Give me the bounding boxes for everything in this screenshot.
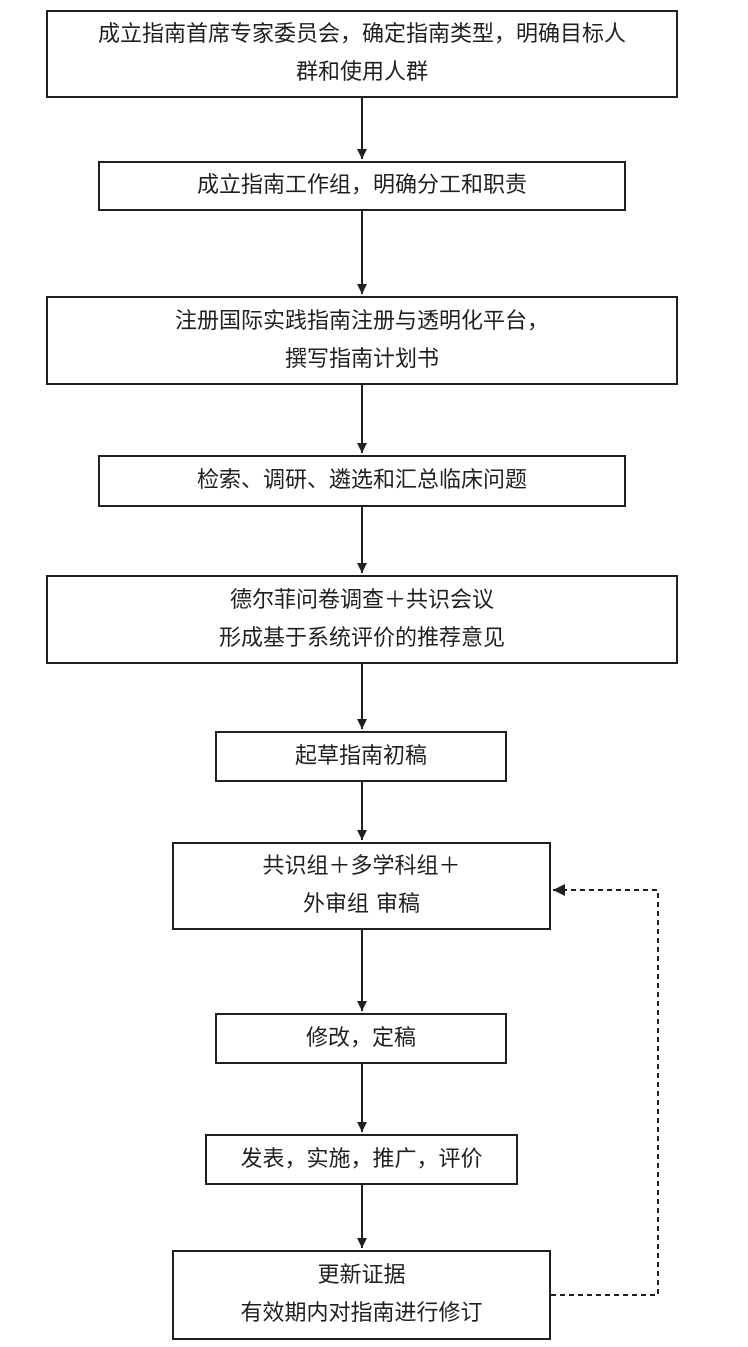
step-8-box: 修改，定稿	[215, 1013, 507, 1064]
step-2-box: 成立指南工作组，明确分工和职责	[98, 161, 626, 211]
step-4-line-1: 检索、调研、遴选和汇总临床问题	[196, 468, 527, 493]
step-3-box: 注册国际实践指南注册与透明化平台， 撰写指南计划书	[46, 296, 678, 385]
step-3-line-1: 注册国际实践指南注册与透明化平台，	[174, 308, 549, 334]
step-2-line-1: 成立指南工作组，明确分工和职责	[196, 173, 527, 198]
step-9-line-1: 发表，实施，推广，评价	[240, 1146, 483, 1172]
step-5-box: 德尔菲问卷调查＋共识会议 形成基于系统评价的推荐意见	[46, 575, 678, 664]
step-10-line-2: 有效期内对指南进行修订	[240, 1301, 483, 1326]
step-9-box: 发表，实施，推广，评价	[205, 1134, 518, 1185]
feedback-dashed-arrow	[551, 884, 659, 1296]
step-7-line-2: 外审组 审稿	[303, 892, 420, 917]
step-10-box: 更新证据 有效期内对指南进行修订	[172, 1250, 551, 1340]
step-6-line-1: 起草指南初稿	[294, 743, 427, 769]
step-4-box: 检索、调研、遴选和汇总临床问题	[98, 455, 626, 507]
step-3-line-2: 撰写指南计划书	[284, 346, 439, 372]
step-5-line-1: 德尔菲问卷调查＋共识会议	[229, 587, 494, 613]
step-7-box: 共识组＋多学科组＋ 外审组 审稿	[172, 842, 551, 930]
step-5-line-2: 形成基于系统评价的推荐意见	[218, 625, 505, 651]
step-8-line-1: 修改，定稿	[305, 1025, 416, 1051]
step-1-line-1: 成立指南首席专家委员会，确定指南类型，明确目标人	[97, 22, 626, 47]
step-10-line-1: 更新证据	[317, 1263, 406, 1288]
step-1-box: 成立指南首席专家委员会，确定指南类型，明确目标人 群和使用人群	[46, 10, 678, 98]
step-1-line-2: 群和使用人群	[295, 60, 428, 85]
step-6-box: 起草指南初稿	[215, 731, 507, 782]
step-7-line-1: 共识组＋多学科组＋	[262, 854, 461, 879]
